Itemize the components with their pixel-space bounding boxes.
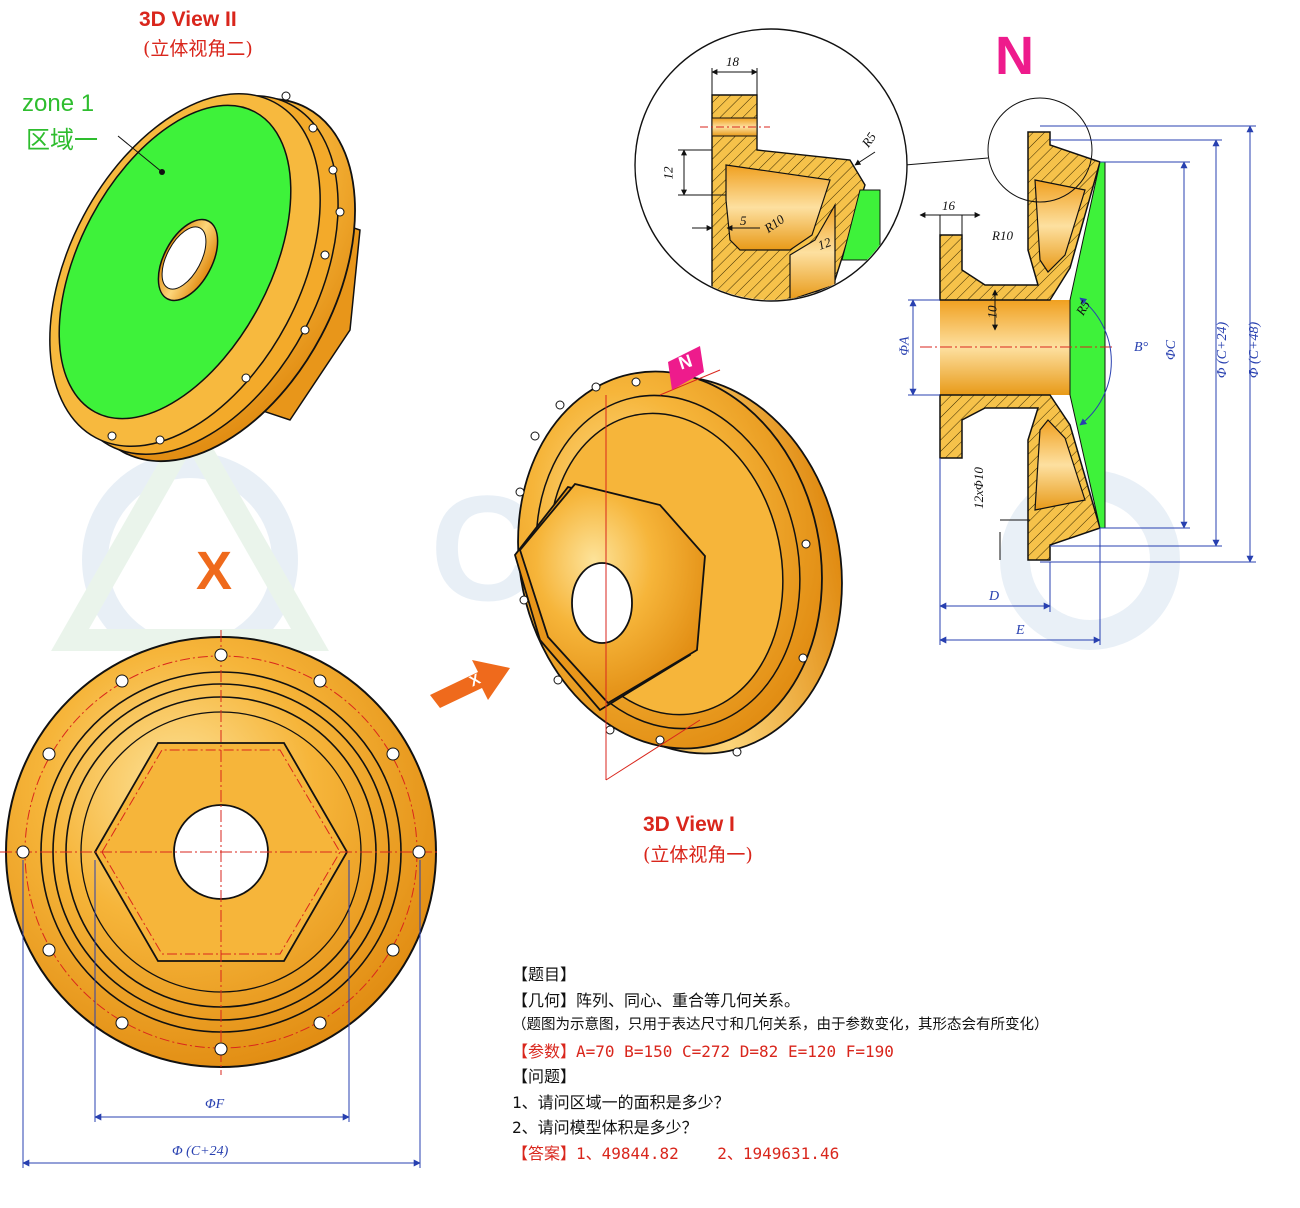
detail-view	[634, 28, 908, 302]
dim-12: 12	[660, 166, 676, 180]
dim-holes: 12xΦ10	[970, 467, 986, 509]
dim-10: 10	[984, 305, 1000, 319]
dim-phi-c48: Φ (C+48)	[1247, 321, 1262, 379]
view1-part	[514, 369, 843, 781]
answer-line: 【答案】1、49844.82 2、1949631.46	[512, 1141, 1282, 1167]
dim-d: D	[989, 589, 1000, 604]
answer-tag: 【答案】	[512, 1143, 577, 1163]
dim-r10: R10	[992, 228, 1013, 243]
note-line: （题图为示意图，只用于表达尺寸和几何关系，由于参数变化，其形态会有所变化）	[512, 1017, 1049, 1033]
dim-16: 16	[942, 198, 955, 213]
zone-leader-dot	[159, 169, 165, 175]
zone-label-en: zone 1	[22, 90, 95, 117]
answer-text: 1、49844.82 2、1949631.46	[576, 1143, 840, 1163]
view1-subtitle: (立体视角一)	[643, 844, 753, 866]
dim-b-deg: B°	[1134, 340, 1149, 355]
front-view	[0, 630, 440, 1168]
geometry-line: 【几何】阵列、同心、重合等几何关系。	[512, 988, 1282, 1014]
dim-5: 5	[740, 213, 747, 228]
view2-subtitle: (立体视角二)	[143, 38, 253, 60]
dim-phi-f: ΦF	[205, 1097, 225, 1112]
question-2: 2、请问模型体积是多少？	[512, 1118, 698, 1137]
dim-phi-c: ΦC	[1164, 340, 1179, 360]
n-badge	[668, 346, 704, 390]
dim-18: 18	[726, 54, 739, 69]
dim-phi-c24: Φ (C+24)	[1215, 321, 1230, 379]
question-1: 1、请问区域一的面积是多少？	[512, 1092, 730, 1112]
view2-title: 3D View II	[139, 8, 237, 31]
dim-phi-c24-front: Φ (C+24)	[172, 1144, 229, 1159]
geometry-text: 阵列、同心、重合等几何关系。	[576, 990, 801, 1010]
view2-part	[49, 91, 361, 463]
n-label: N	[995, 26, 1034, 86]
dim-phi-a: ΦA	[897, 336, 913, 356]
view1-title: 3D View I	[643, 813, 735, 836]
zone-label-cn: 区域一	[26, 127, 98, 154]
params-line: 【参数】A=70 B=150 C=272 D=82 E=120 F=190	[512, 1039, 1282, 1065]
geometry-tag: 【几何】	[512, 990, 577, 1010]
x-label: X	[196, 541, 233, 601]
problem-text: 【题目】 【几何】阵列、同心、重合等几何关系。 （题图为示意图，只用于表达尺寸和…	[512, 962, 1282, 1166]
params-text: A=70 B=150 C=272 D=82 E=120 F=190	[576, 1041, 894, 1061]
x-direction-arrow	[430, 660, 510, 708]
topic-heading: 【题目】	[512, 965, 577, 984]
params-tag: 【参数】	[512, 1041, 577, 1061]
questions-heading: 【问题】	[512, 1067, 577, 1086]
dim-e: E	[1016, 623, 1025, 638]
section-view	[904, 97, 1256, 645]
